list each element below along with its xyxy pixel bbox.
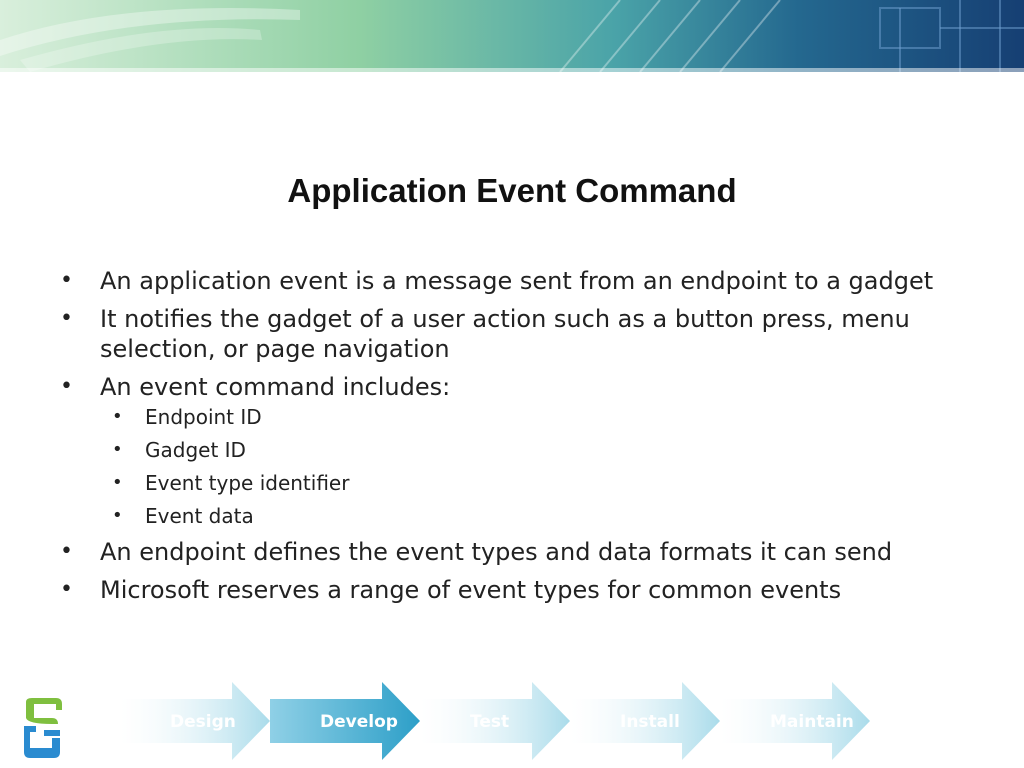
process-arrow-design: [120, 682, 270, 760]
bullet-item: Microsoft reserves a range of event type…: [56, 575, 976, 605]
process-step-label: Design: [170, 712, 236, 732]
sub-bullet-item: Gadget ID: [100, 437, 976, 463]
process-step-label: Develop: [320, 712, 398, 732]
process-arrow-maintain: [720, 682, 870, 760]
sub-bullet-list: Endpoint ID Gadget ID Event type identif…: [100, 404, 976, 529]
banner-graphic: [0, 0, 1024, 72]
bullet-item: An application event is a message sent f…: [56, 266, 976, 296]
process-flow: Design Develop Test Install Maintain: [120, 678, 910, 764]
sub-bullet-text: Event type identifier: [145, 471, 350, 495]
bullet-text: It notifies the gadget of a user action …: [100, 305, 910, 363]
sub-bullet-item: Endpoint ID: [100, 404, 976, 430]
bullet-text: An application event is a message sent f…: [100, 267, 934, 295]
sub-bullet-text: Event data: [145, 504, 254, 528]
process-arrow-test: [420, 682, 570, 760]
bullet-item: An event command includes: Endpoint ID G…: [56, 372, 976, 529]
gadget-logo-icon: [16, 696, 68, 760]
bullet-item: It notifies the gadget of a user action …: [56, 304, 976, 364]
bullet-item: An endpoint defines the event types and …: [56, 537, 976, 567]
bullet-text: An endpoint defines the event types and …: [100, 538, 893, 566]
process-arrows: Design Develop Test Install Maintain: [120, 682, 870, 760]
sub-bullet-item: Event type identifier: [100, 470, 976, 496]
process-arrow-develop: [270, 682, 420, 760]
process-step-label: Test: [470, 712, 509, 732]
header-banner: [0, 0, 1024, 72]
sub-bullet-item: Event data: [100, 503, 976, 529]
sub-bullet-text: Endpoint ID: [145, 405, 262, 429]
bullet-list: An application event is a message sent f…: [56, 266, 976, 613]
process-arrow-install: [570, 682, 720, 760]
sub-bullet-text: Gadget ID: [145, 438, 246, 462]
process-step-label: Maintain: [770, 712, 854, 732]
bullet-text: An event command includes:: [100, 373, 451, 401]
slide-title: Application Event Command: [287, 172, 737, 209]
process-step-label: Install: [620, 712, 680, 732]
bullet-text: Microsoft reserves a range of event type…: [100, 576, 842, 604]
